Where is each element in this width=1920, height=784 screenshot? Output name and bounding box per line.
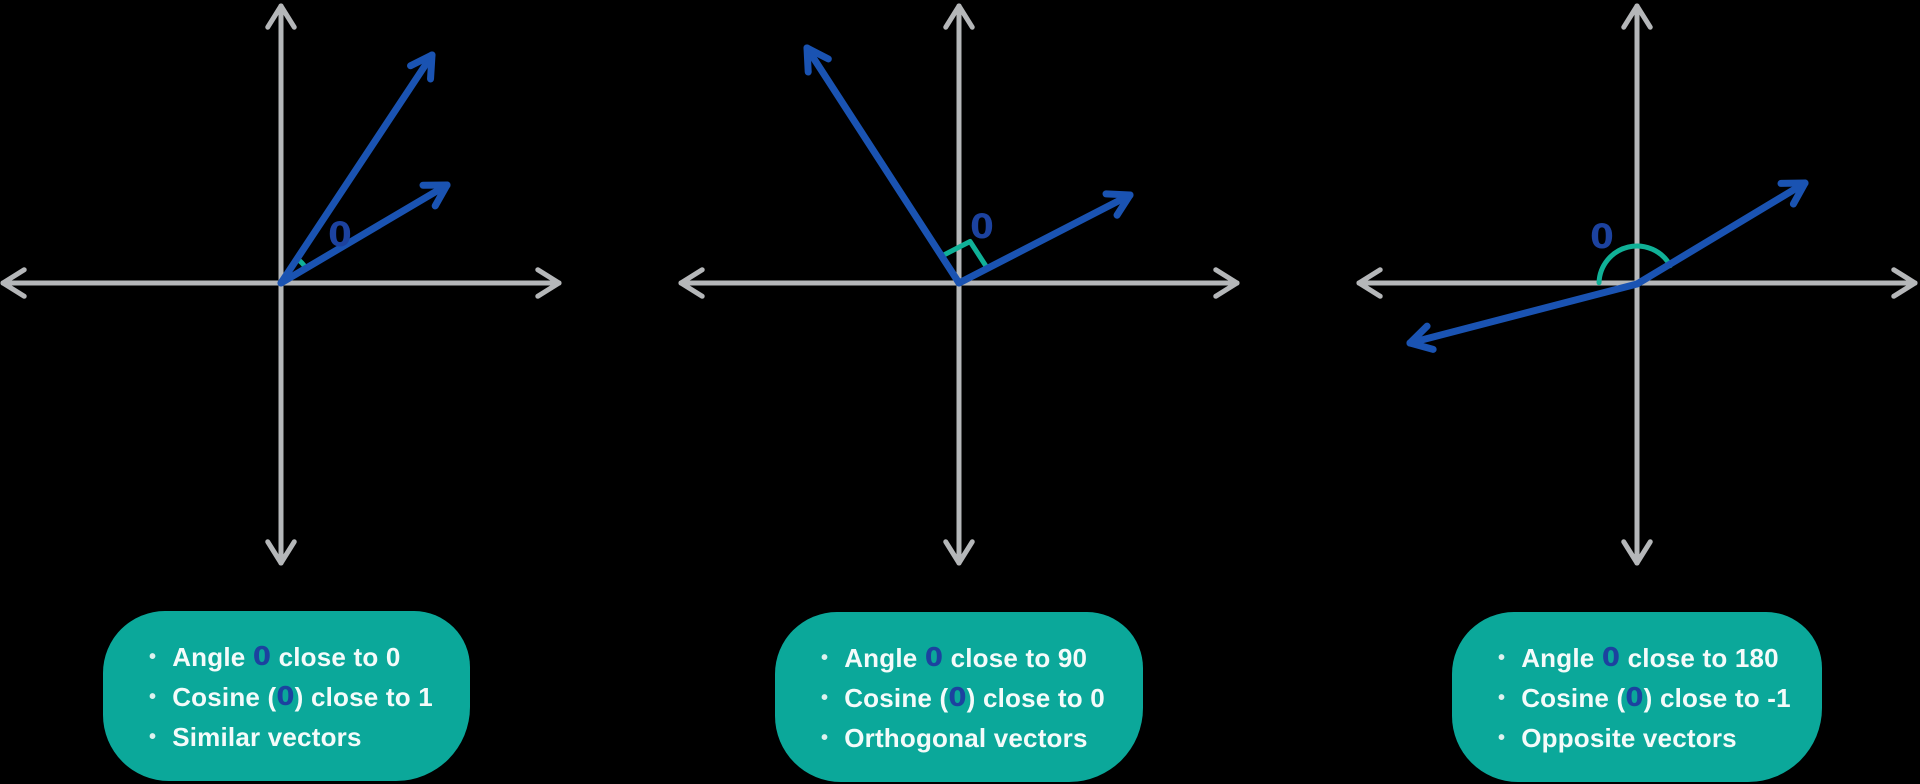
vector-plot-orthogonal-vectors: 0	[678, 3, 1240, 566]
x-axis-right-arrow-icon	[1891, 280, 1918, 299]
vector-line-vector-b	[955, 191, 1134, 287]
theta-label: 0	[970, 207, 994, 247]
bullet-icon: •	[1498, 727, 1506, 749]
vector-arrowhead	[1102, 190, 1134, 199]
theta-symbol: 0	[276, 682, 295, 712]
vector-arrowhead	[407, 51, 436, 70]
x-axis-right-arrow-icon	[1213, 280, 1240, 299]
bullet-icon: •	[1498, 687, 1506, 709]
x-axis-left-arrow-icon	[1356, 280, 1383, 299]
y-axis-down-arrow-icon	[278, 539, 297, 566]
bullet-icon: •	[149, 686, 157, 708]
bullet-icon: •	[1498, 647, 1506, 669]
theta-label: 0	[1590, 217, 1614, 257]
vector-line-vector-a	[1633, 179, 1809, 288]
card-line-text: Orthogonal vectors	[844, 722, 1088, 753]
y-axis-up-arrow-icon	[1621, 3, 1640, 30]
info-card-orthogonal-vectors: •Angle 0 close to 90•Cosine (0) close to…	[775, 612, 1143, 782]
y-axis-up-arrow-icon	[956, 3, 975, 30]
y-axis-down-arrow-icon	[265, 539, 284, 566]
theta-symbol: 0	[924, 643, 944, 673]
y-axis-up-arrow-icon	[1634, 3, 1653, 30]
bullet-icon: •	[821, 687, 829, 709]
card-line-text: Opposite vectors	[1521, 722, 1737, 753]
bullet-item: • Orthogonal vectors	[821, 718, 1123, 758]
theta-symbol: 0	[1625, 683, 1644, 713]
card-line-text: Cosine (	[844, 682, 949, 713]
card-line-text: Similar vectors	[172, 721, 362, 752]
card-line-text: close to 180	[1620, 642, 1779, 673]
bullet-item: • Cosine (0) close to -1	[1498, 678, 1802, 718]
x-axis-left-arrow-icon	[0, 267, 27, 286]
bullet-item: • Angle 0 close to 90	[821, 638, 1123, 678]
theta-label: 0	[328, 215, 352, 255]
vector-plot-opposite-vectors: 0	[1356, 3, 1918, 566]
bullet-icon: •	[821, 647, 829, 669]
x-axis-left-arrow-icon	[678, 280, 705, 299]
vector-arrowhead	[803, 44, 812, 76]
card-line-text: Angle	[172, 641, 253, 672]
y-axis-up-arrow-icon	[278, 3, 297, 30]
x-axis-left-arrow-icon	[0, 280, 27, 299]
theta-symbol: 0	[948, 683, 967, 713]
card-line-text: Cosine (	[172, 681, 277, 712]
x-axis-left-arrow-icon	[1356, 267, 1383, 286]
card-line-text: close to 0	[271, 641, 401, 672]
angle-arc	[1596, 243, 1673, 286]
x-axis-right-arrow-icon	[1891, 267, 1918, 286]
card-line-text: ) close to 0	[966, 682, 1105, 713]
x-axis-right-arrow-icon	[535, 280, 562, 299]
info-card-opposite-vectors: •Angle 0 close to 180•Cosine (0) close t…	[1452, 612, 1822, 782]
bullet-item: • Angle 0 close to 0	[149, 637, 450, 677]
bullet-item: • Opposite vectors	[1498, 718, 1802, 758]
card-line-text: Cosine (	[1521, 682, 1626, 713]
card-line-text: ) close to 1	[294, 681, 433, 712]
x-axis-right-arrow-icon	[1213, 267, 1240, 286]
card-line-text: ) close to -1	[1643, 682, 1791, 713]
card-line-text: close to 90	[943, 642, 1088, 673]
vector-line-vector-a	[803, 44, 963, 287]
bullet-icon: •	[149, 646, 157, 668]
bullet-item: • Cosine (0) close to 0	[821, 678, 1123, 718]
vector-line-vector-b	[277, 181, 451, 287]
bullet-icon: •	[821, 727, 829, 749]
bullet-item: • Similar vectors	[149, 717, 450, 757]
y-axis-down-arrow-icon	[943, 539, 962, 566]
y-axis-up-arrow-icon	[943, 3, 962, 30]
vector-line-vector-a	[277, 51, 436, 287]
y-axis-down-arrow-icon	[956, 539, 975, 566]
bullet-item: • Angle 0 close to 180	[1498, 638, 1802, 678]
vector-arrowhead	[1406, 339, 1437, 353]
vector-line-vector-b	[1406, 280, 1641, 347]
y-axis-down-arrow-icon	[1621, 539, 1640, 566]
info-card-similar-vectors: •Angle 0 close to 0•Cosine (0) close to …	[103, 611, 470, 781]
bullet-item: • Cosine (0) close to 1	[149, 677, 450, 717]
x-axis-right-arrow-icon	[535, 267, 562, 286]
theta-symbol: 0	[1601, 643, 1621, 673]
card-line-text: Angle	[1521, 642, 1602, 673]
y-axis-up-arrow-icon	[265, 3, 284, 30]
bullet-icon: •	[149, 726, 157, 748]
y-axis-down-arrow-icon	[1634, 539, 1653, 566]
card-line-text: Angle	[844, 642, 925, 673]
x-axis-left-arrow-icon	[678, 267, 705, 286]
right-angle-marker	[939, 238, 990, 271]
vector-plot-similar-vectors: 0	[0, 3, 562, 566]
theta-symbol: 0	[252, 642, 272, 672]
